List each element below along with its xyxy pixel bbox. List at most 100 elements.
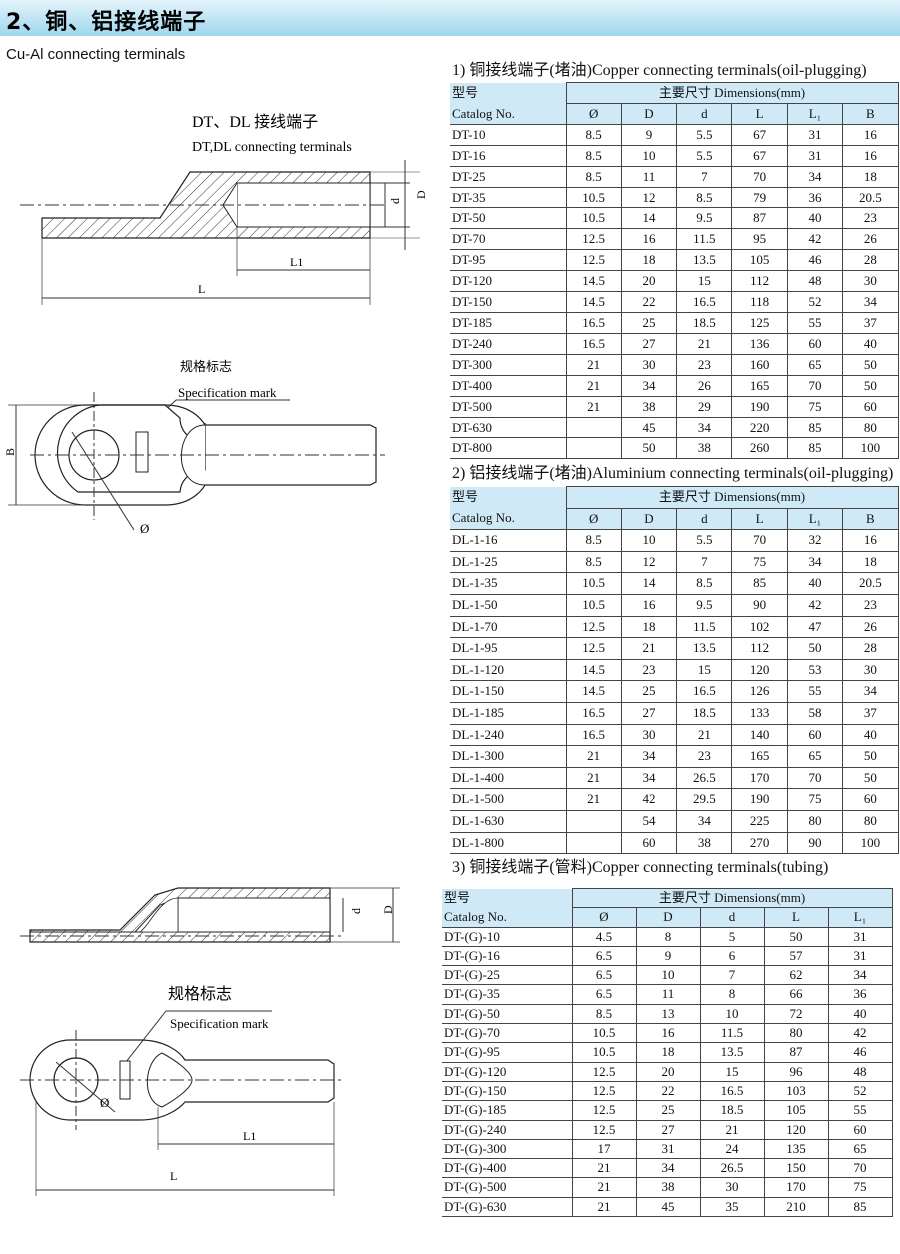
- dimension-cell: 190: [731, 788, 788, 811]
- dimension-cell: 40: [786, 207, 844, 230]
- dimension-cell: 9: [635, 945, 701, 967]
- dtg-section-view: d D: [20, 887, 400, 943]
- dimension-cell: 30: [620, 723, 678, 747]
- dimension-cell: 11.5: [699, 1023, 765, 1044]
- dim-L-label: L: [198, 282, 205, 296]
- dimension-cell: 31: [827, 945, 893, 967]
- dimension-cell: 21: [565, 374, 622, 397]
- dt-section-view: d D L1 L: [20, 160, 428, 305]
- dimension-cell: 87: [763, 1042, 829, 1063]
- header-type-cell: 型号: [450, 486, 567, 509]
- dimension-cell: 23: [620, 658, 678, 682]
- header-banner: 2、铜、铝接线端子: [0, 0, 900, 36]
- dimension-cell: 21: [620, 637, 678, 660]
- dimension-cell: 16: [842, 529, 899, 552]
- dimension-cell: 103: [763, 1080, 829, 1102]
- dimension-cell: 55: [827, 1100, 893, 1121]
- dimension-cell: 11: [635, 984, 701, 1005]
- dimension-cell: 7: [676, 165, 733, 188]
- spec-mark-cn-2: 规格标志: [168, 985, 232, 1003]
- catalog-number-cell: DT-185: [450, 311, 567, 334]
- header-catalog-cell: Catalog No.: [450, 103, 567, 125]
- column-header: d: [676, 507, 733, 531]
- dimension-cell: 50: [842, 745, 899, 768]
- dimension-cell: 6.5: [571, 965, 637, 986]
- dimension-cell: 11: [620, 165, 678, 188]
- dimension-cell: 18: [620, 249, 678, 272]
- dimension-cell: 60: [620, 831, 678, 855]
- dimension-cell: 47: [786, 615, 844, 639]
- dimension-cell: 65: [786, 745, 844, 768]
- dimension-cell: 165: [731, 745, 788, 768]
- dimension-cell: 10: [620, 144, 678, 167]
- catalog-number-cell: DT-(G)-500: [442, 1177, 573, 1198]
- dimension-cell: 11.5: [676, 228, 733, 251]
- dimension-cell: 14.5: [565, 270, 622, 293]
- catalog-number-cell: DL-1-70: [450, 615, 567, 639]
- dimension-cell: 34: [842, 680, 899, 703]
- dimension-cell: 34: [635, 1158, 701, 1179]
- catalog-number-cell: DT-(G)-150: [442, 1080, 573, 1102]
- dimension-cell: 210: [763, 1196, 829, 1218]
- dimension-cell: 24: [699, 1138, 765, 1160]
- dimension-cell: 40: [786, 572, 844, 595]
- dimension-cell: 40: [842, 332, 899, 355]
- dimension-cell: [565, 831, 622, 855]
- catalog-number-cell: DT-10: [450, 123, 567, 146]
- catalog-number-cell: DL-1-185: [450, 701, 567, 725]
- column-header: D: [620, 507, 678, 531]
- dimension-cell: [565, 809, 622, 833]
- dimension-cell: 50: [842, 353, 899, 376]
- dimension-cell: 12.5: [571, 1119, 637, 1140]
- dimension-cell: 70: [786, 766, 844, 790]
- dimension-cell: 60: [786, 332, 844, 355]
- dimension-cell: 67: [731, 144, 788, 167]
- dimension-cell: 30: [620, 353, 678, 376]
- dimension-cell: 34: [620, 745, 678, 768]
- dimension-cell: 85: [786, 437, 844, 460]
- dimension-cell: 80: [786, 809, 844, 833]
- dimension-cell: 8.5: [676, 186, 733, 209]
- drawing-title-en: DT,DL connecting terminals: [192, 140, 352, 155]
- dimension-cell: [565, 437, 622, 460]
- dimension-cell: 10: [620, 529, 678, 552]
- dimension-cell: 5.5: [676, 144, 733, 167]
- dimension-cell: 8.5: [565, 165, 622, 188]
- table2-title: 2) 铝接线端子(堵油)Aluminium connecting termina…: [452, 465, 894, 482]
- dimension-cell: 13: [635, 1003, 701, 1025]
- catalog-number-cell: DL-1-630: [450, 809, 567, 833]
- dimension-cell: 31: [635, 1138, 701, 1160]
- dimension-cell: 52: [786, 291, 844, 313]
- dimension-cell: 75: [731, 550, 788, 574]
- column-header: L₁: [786, 102, 844, 125]
- dimension-cell: 60: [842, 395, 899, 418]
- dimension-cell: 13.5: [699, 1042, 765, 1063]
- dimension-cell: 22: [620, 291, 678, 313]
- catalog-number-cell: DT-(G)-120: [442, 1061, 573, 1082]
- dimension-cell: 58: [786, 701, 844, 725]
- dimension-cell: 25: [620, 680, 678, 703]
- dimension-cell: 16.5: [565, 723, 622, 747]
- dimension-cell: 120: [731, 658, 788, 682]
- dimension-cell: 12: [620, 186, 678, 209]
- dimension-cell: 10.5: [571, 1023, 637, 1044]
- catalog-number-cell: DT-(G)-16: [442, 945, 573, 967]
- column-header: B: [842, 102, 899, 125]
- dimension-cell: 20: [635, 1061, 701, 1082]
- dimension-cell: 18: [842, 550, 899, 574]
- dimension-cell: 34: [842, 291, 899, 313]
